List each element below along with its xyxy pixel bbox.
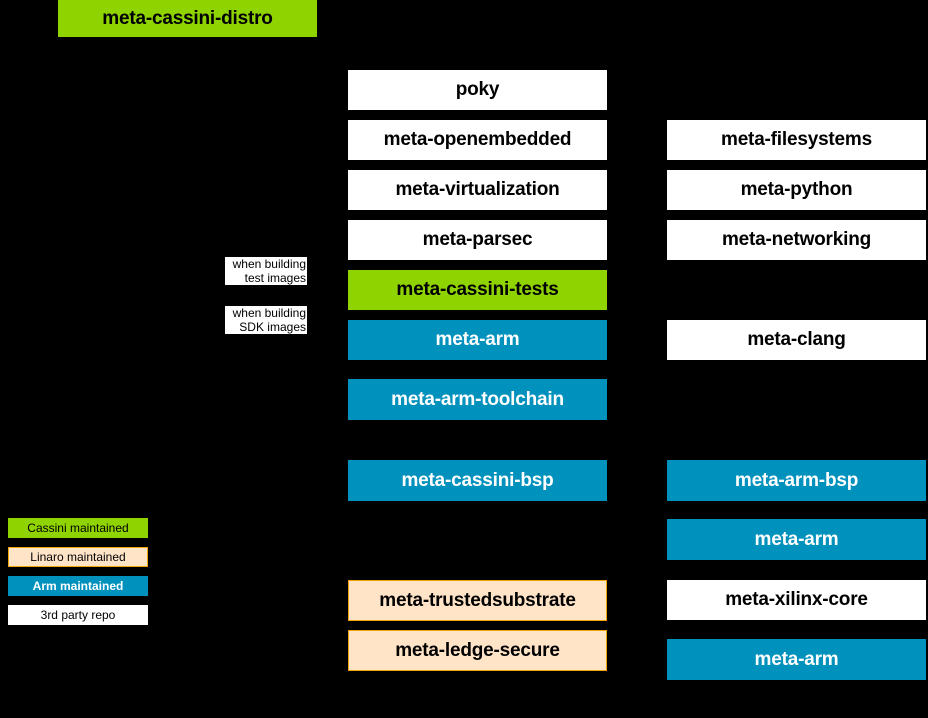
node-meta-xilinx-core[interactable]: meta-xilinx-core — [667, 580, 926, 620]
node-meta-networking[interactable]: meta-networking — [667, 220, 926, 260]
node-meta-arm-toolchain[interactable]: meta-arm-toolchain — [348, 379, 607, 420]
note-line-1: when building — [232, 306, 306, 320]
node-meta-arm-right-1[interactable]: meta-arm — [667, 519, 926, 560]
note-when-building-sdk-images: when building SDK images — [225, 306, 307, 334]
node-meta-virtualization[interactable]: meta-virtualization — [348, 170, 607, 210]
node-meta-filesystems[interactable]: meta-filesystems — [667, 120, 926, 160]
legend-item-arm-maintained: Arm maintained — [8, 576, 148, 596]
node-poky[interactable]: poky — [348, 70, 607, 110]
node-meta-trustedsubstrate[interactable]: meta-trustedsubstrate — [348, 580, 607, 621]
node-meta-arm-right-2[interactable]: meta-arm — [667, 639, 926, 680]
legend-item-3rd-party-repo: 3rd party repo — [8, 605, 148, 625]
node-meta-ledge-secure[interactable]: meta-ledge-secure — [348, 630, 607, 671]
note-line-2: SDK images — [239, 320, 306, 334]
node-meta-cassini-tests[interactable]: meta-cassini-tests — [348, 270, 607, 310]
node-meta-cassini-bsp[interactable]: meta-cassini-bsp — [348, 460, 607, 501]
node-meta-clang[interactable]: meta-clang — [667, 320, 926, 360]
note-line-1: when building — [232, 257, 306, 271]
legend-item-linaro-maintained: Linaro maintained — [8, 547, 148, 567]
node-meta-arm-bsp[interactable]: meta-arm-bsp — [667, 460, 926, 501]
node-meta-openembedded[interactable]: meta-openembedded — [348, 120, 607, 160]
node-meta-cassini-distro[interactable]: meta-cassini-distro — [58, 0, 317, 37]
note-when-building-test-images: when building test images — [225, 257, 307, 285]
node-meta-python[interactable]: meta-python — [667, 170, 926, 210]
node-meta-parsec[interactable]: meta-parsec — [348, 220, 607, 260]
node-meta-arm-middle[interactable]: meta-arm — [348, 320, 607, 360]
legend-item-cassini-maintained: Cassini maintained — [8, 518, 148, 538]
legend: Cassini maintained Linaro maintained Arm… — [8, 518, 148, 634]
note-line-2: test images — [244, 271, 306, 285]
